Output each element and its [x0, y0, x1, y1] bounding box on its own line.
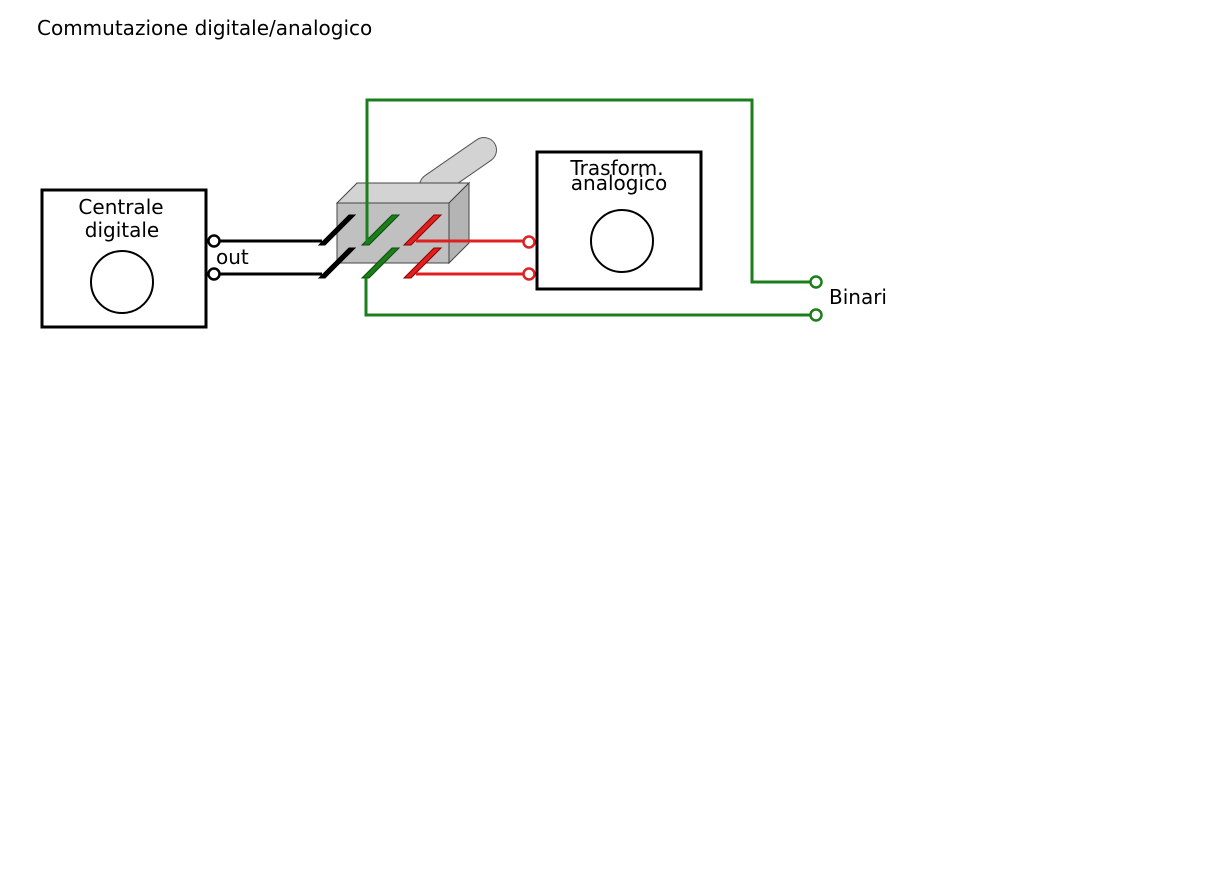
- track-terminal-top: [809, 275, 823, 289]
- digital-terminal-bottom: [207, 267, 221, 281]
- track-terminal-bottom: [809, 308, 823, 322]
- digital-station: Centrale digitale: [40, 188, 208, 329]
- digital-station-knob-icon: [90, 250, 154, 314]
- track-wires: Binari: [364, 98, 887, 322]
- switch-contact-black-top: [317, 214, 357, 246]
- switch-contact-black-bottom: [317, 247, 357, 279]
- switch-contact-green-top: [360, 214, 401, 246]
- digital-terminal-top: [207, 234, 221, 248]
- digital-station-label-line1: Centrale: [78, 195, 163, 219]
- analog-transformer-label-line1: Trasform.: [569, 156, 663, 180]
- digital-output-wires: out: [207, 234, 322, 281]
- analog-transformer-knob-icon: [590, 209, 654, 273]
- switch-contact-red-bottom: [402, 247, 443, 279]
- analog-wires: [416, 235, 536, 281]
- output-label: out: [216, 245, 249, 269]
- analog-transformer-label-line2: analogico: [571, 171, 667, 195]
- diagram-title: Commutazione digitale/analogico: [37, 16, 372, 40]
- toggle-switch: [317, 137, 497, 279]
- switch-lever-fill: [420, 138, 496, 198]
- tracks-label: Binari: [829, 285, 887, 309]
- switch-contact-red-top: [402, 214, 443, 246]
- track-wire-top: [365, 98, 811, 284]
- analog-terminal-top: [522, 235, 536, 249]
- analog-transformer: Trasform. analogico: [535, 150, 703, 291]
- track-wire-bottom: [364, 278, 811, 317]
- digital-station-label-line2: digitale: [85, 218, 159, 242]
- analog-terminal-bottom: [522, 267, 536, 281]
- switch-top-face: [335, 182, 471, 204]
